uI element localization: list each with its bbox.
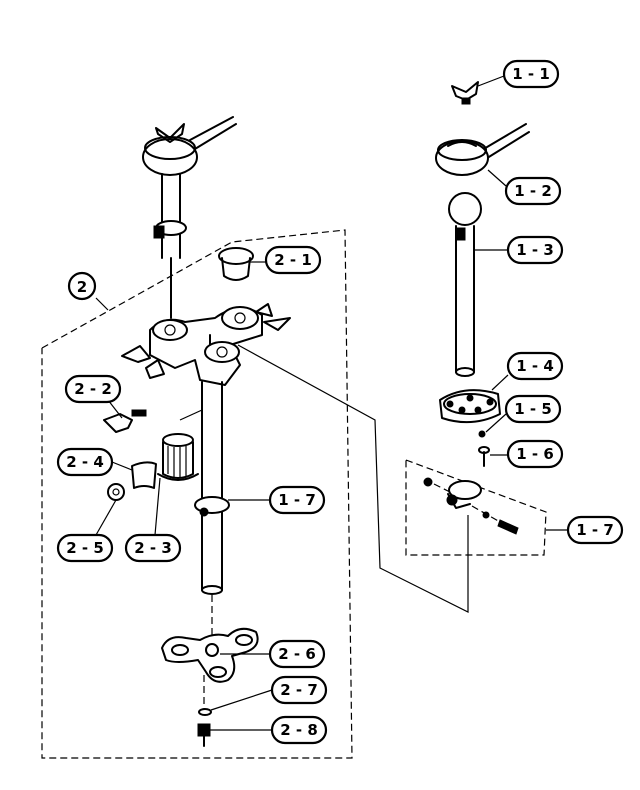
group-2-marker: 2 xyxy=(67,271,97,301)
hub-to-detail-leader xyxy=(237,344,469,613)
part-1-6-screw xyxy=(478,446,508,467)
group-2-boundary xyxy=(41,229,353,759)
callout-1-7-detail: 1 - 7 xyxy=(566,515,624,545)
part-1-5-washer xyxy=(478,413,507,438)
callout-1-3-label: 1 - 3 xyxy=(516,241,554,259)
callout-1-3: 1 - 3 xyxy=(506,235,564,265)
callout-1-5-label: 1 - 5 xyxy=(514,400,552,418)
detail-1-7-boundary xyxy=(405,459,547,556)
callout-1-7-main: 1 - 7 xyxy=(268,485,326,515)
callout-2-5-label: 2 - 5 xyxy=(66,539,104,557)
callout-2-2-label: 2 - 2 xyxy=(74,380,112,398)
callout-1-4: 1 - 4 xyxy=(506,351,564,381)
callout-2-6: 2 - 6 xyxy=(268,639,326,669)
part-2-3-knob xyxy=(154,409,203,536)
main-tube xyxy=(194,381,270,640)
callout-2-3-label: 2 - 3 xyxy=(134,539,172,557)
callout-2-8-label: 2 - 8 xyxy=(280,721,318,739)
part-1-4-ring xyxy=(439,374,509,424)
part-2-8-bolt xyxy=(197,723,272,747)
callout-2-1: 2 - 1 xyxy=(264,245,322,275)
callout-1-1-label: 1 - 1 xyxy=(512,65,550,83)
callout-2-5: 2 - 5 xyxy=(56,533,114,563)
part-2-1-cap xyxy=(218,247,266,281)
callout-2-6-label: 2 - 6 xyxy=(278,645,316,663)
callout-1-5: 1 - 5 xyxy=(504,394,562,424)
callout-1-6-label: 1 - 6 xyxy=(516,445,554,463)
upper-mount-assembly xyxy=(142,116,237,319)
part-1-1-wing-nut xyxy=(451,75,505,105)
part-2-4-clip xyxy=(111,461,157,489)
part-2-2-wing-screw xyxy=(103,399,147,433)
callout-1-6: 1 - 6 xyxy=(506,439,564,469)
callout-1-2-label: 1 - 2 xyxy=(514,182,552,200)
part-1-7-clamp-detail xyxy=(423,477,568,535)
part-2-5-nut xyxy=(95,483,125,536)
group-2-marker-label: 2 xyxy=(77,278,87,296)
callout-2-8: 2 - 8 xyxy=(270,715,328,745)
callout-2-7-label: 2 - 7 xyxy=(280,681,318,699)
part-1-3-ball-post xyxy=(448,192,508,377)
callout-1-7-main-label: 1 - 7 xyxy=(278,491,316,509)
callout-1-2: 1 - 2 xyxy=(504,176,562,206)
callout-1-7-detail-label: 1 - 7 xyxy=(576,521,614,539)
part-1-2-mount-disc xyxy=(435,123,530,187)
callout-2-4: 2 - 4 xyxy=(56,447,114,477)
callout-2-2: 2 - 2 xyxy=(64,374,122,404)
callout-2-4-label: 2 - 4 xyxy=(66,453,104,471)
clamp-hub xyxy=(121,303,291,386)
callout-2-7: 2 - 7 xyxy=(270,675,328,705)
callout-1-1: 1 - 1 xyxy=(502,59,560,89)
callout-1-4-label: 1 - 4 xyxy=(516,357,554,375)
part-2-7-washer xyxy=(198,689,273,716)
callout-2-3: 2 - 3 xyxy=(124,533,182,563)
part-2-6-base-plate xyxy=(161,627,270,712)
callout-2-1-label: 2 - 1 xyxy=(274,251,312,269)
